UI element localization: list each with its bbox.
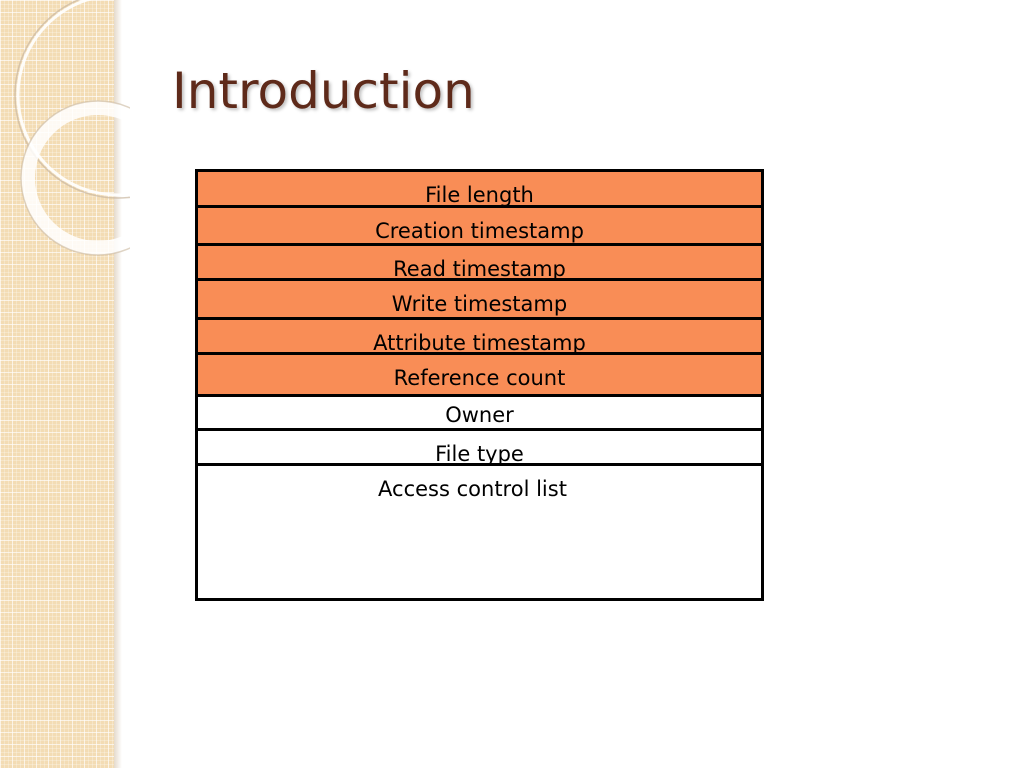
diagram-row-read-timestamp: Read timestamp — [198, 246, 761, 281]
row-label: Read timestamp — [393, 257, 566, 281]
row-label: Reference count — [393, 366, 566, 390]
row-label: Access control list — [378, 477, 567, 501]
decorative-circles — [14, 0, 130, 256]
row-label: Owner — [445, 403, 514, 427]
diagram-row-access-control-list: Access control list — [198, 466, 761, 598]
diagram-row-attribute-timestamp: Attribute timestamp — [198, 320, 761, 355]
diagram-row-creation-timestamp: Creation timestamp — [198, 208, 761, 246]
row-label: Attribute timestamp — [373, 331, 586, 355]
diagram-row-write-timestamp: Write timestamp — [198, 281, 761, 320]
row-label: Write timestamp — [391, 292, 568, 316]
row-label: Creation timestamp — [375, 219, 584, 243]
side-strip-shadow — [114, 0, 122, 768]
row-label: File length — [425, 183, 534, 207]
diagram-row-owner: Owner — [198, 397, 761, 431]
diagram-row-file-length: File length — [198, 172, 761, 208]
diagram-row-reference-count: Reference count — [198, 355, 761, 397]
inode-structure-diagram: File length Creation timestamp Read time… — [195, 169, 764, 601]
row-label: File type — [435, 442, 524, 466]
slide-title: Introduction — [172, 62, 475, 120]
diagram-row-file-type: File type — [198, 431, 761, 466]
